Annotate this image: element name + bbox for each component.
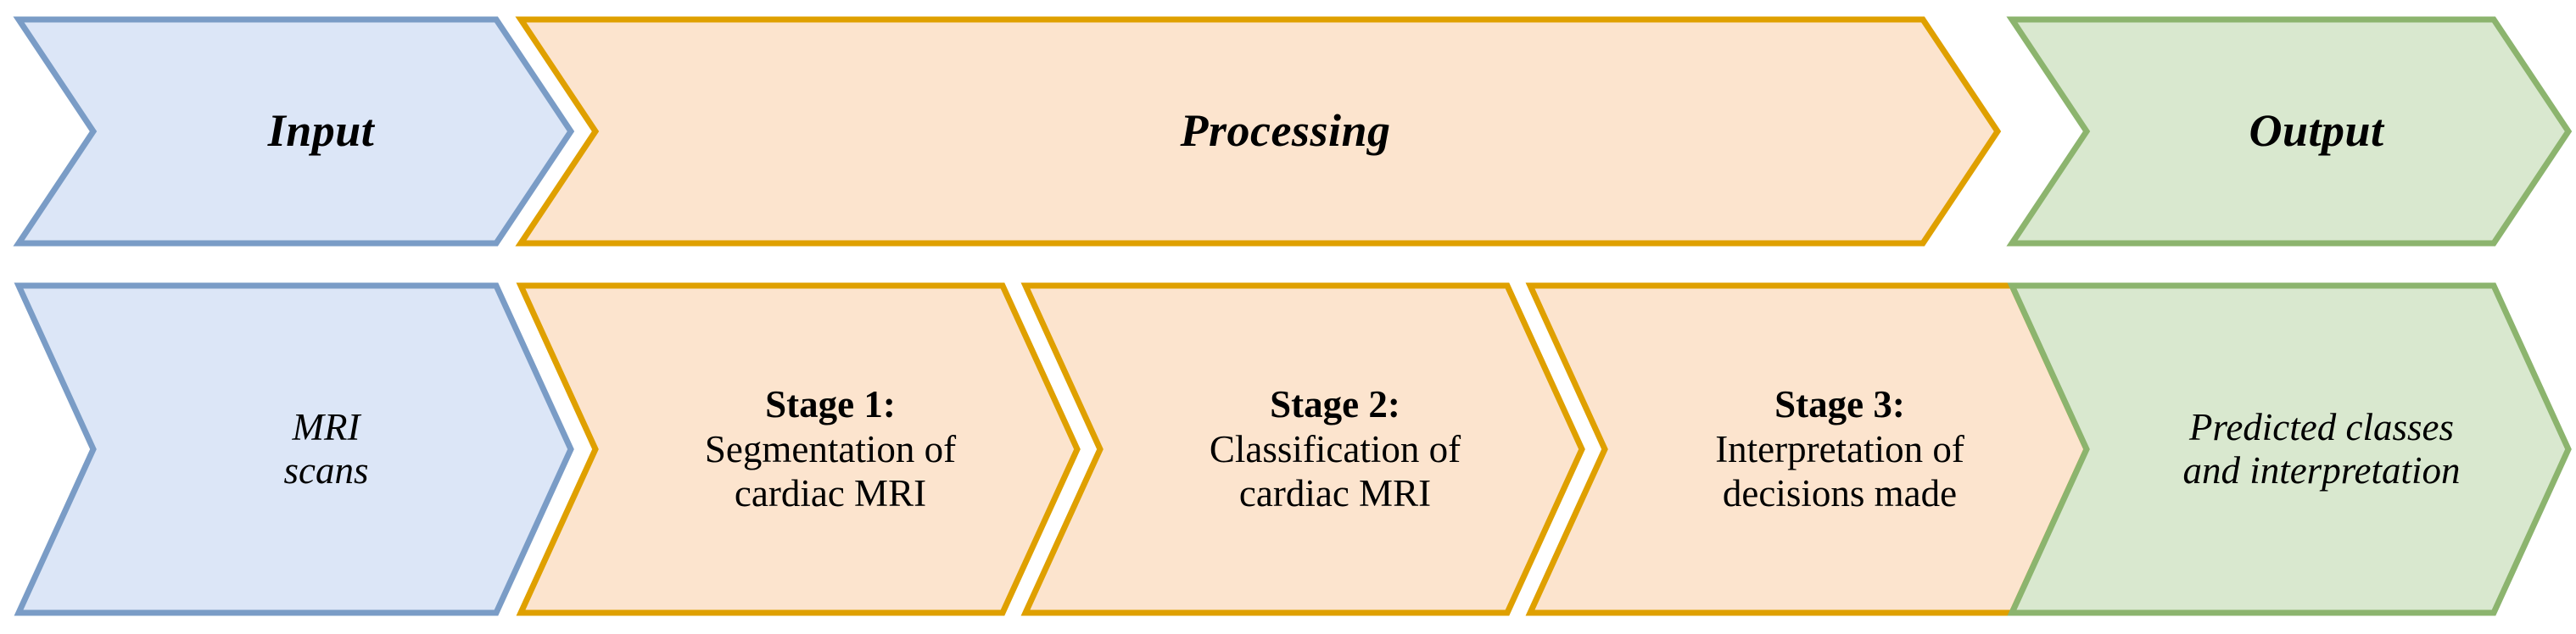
banner-input: Input (13, 16, 575, 247)
banner-input-shape (13, 16, 575, 247)
detail-output-label-wrap: Predicted classes and interpretation (2010, 283, 2570, 615)
banner-processing: Processing (515, 16, 2002, 247)
detail-input: MRI scans (14, 282, 574, 616)
banner-processing-label: Processing (1180, 105, 1391, 157)
detail-stage-2-title: Stage 2: (1270, 383, 1400, 426)
detail-output: Predicted classes and interpretation (2007, 282, 2572, 616)
banner-output-shape (2006, 16, 2573, 247)
detail-stage-3-line-1: Interpretation of (1715, 428, 1964, 471)
banner-output: Output (2006, 16, 2573, 247)
detail-stage-3: Stage 3: Interpretation of decisions mad… (1525, 282, 2090, 616)
detail-input-line-2: scans (283, 449, 369, 492)
detail-stage-1-shape (516, 282, 1081, 616)
detail-input-label-wrap: MRI scans (17, 283, 573, 615)
detail-stage-1-line-1: Segmentation of (704, 428, 957, 471)
detail-stage-3-label-wrap: Stage 3: Interpretation of decisions mad… (1528, 283, 2088, 615)
banner-processing-shape (515, 16, 2002, 247)
banner-processing-label-wrap: Processing (519, 17, 1999, 246)
detail-output-line-2: and interpretation (2182, 449, 2461, 492)
detail-input-line-1: MRI (292, 405, 360, 448)
banner-input-label-wrap: Input (17, 17, 573, 246)
detail-stage-2-shape (1020, 282, 1585, 616)
detail-stage-2-line-1: Classification of (1209, 428, 1461, 471)
detail-stage-3-title: Stage 3: (1774, 383, 1905, 426)
detail-output-shape (2007, 282, 2572, 616)
detail-stage-1-line-2: cardiac MRI (734, 471, 927, 514)
detail-stage-1-title: Stage 1: (765, 383, 896, 426)
banner-output-label: Output (2249, 105, 2384, 157)
detail-stage-1: Stage 1: Segmentation of cardiac MRI (516, 282, 1081, 616)
detail-stage-2-line-2: cardiac MRI (1238, 471, 1432, 514)
detail-stage-1-label-wrap: Stage 1: Segmentation of cardiac MRI (519, 283, 1079, 615)
detail-stage-3-line-2: decisions made (1722, 471, 1958, 514)
detail-input-shape (14, 282, 574, 616)
detail-output-line-1: Predicted classes (2189, 405, 2454, 448)
detail-stage-2-label-wrap: Stage 2: Classification of cardiac MRI (1024, 283, 1584, 615)
banner-output-label-wrap: Output (2010, 17, 2570, 246)
banner-input-label: Input (267, 105, 375, 157)
detail-stage-2: Stage 2: Classification of cardiac MRI (1020, 282, 1585, 616)
